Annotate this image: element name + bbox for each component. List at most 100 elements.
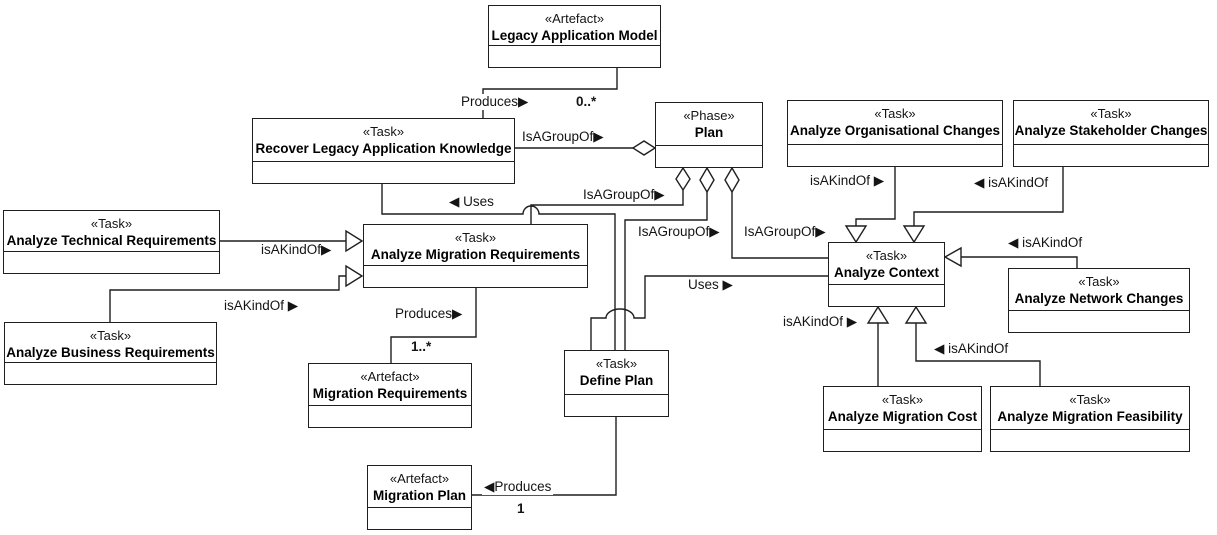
stereotype-label: «Task» [362, 124, 405, 139]
node-name: Analyze Migration Feasibility [997, 409, 1183, 424]
node-name: Migration Requirements [312, 386, 468, 401]
connector-isakindof-feasibility[interactable] [915, 323, 1041, 386]
node-analyze-context[interactable]: «Task»Analyze Context [828, 242, 945, 307]
node-migration-requirements[interactable]: «Artefact» Migration Requirements [308, 363, 472, 428]
connector-produces-legacy-model[interactable] [482, 68, 618, 118]
aggregation-diamond-recover [631, 140, 657, 156]
node-name: Recover Legacy Application Knowledge [255, 141, 512, 156]
connector-isakindof-stakeholder[interactable] [913, 167, 1064, 226]
generalization-arrow-stakeholder [902, 225, 926, 244]
node-empty-compartment [5, 363, 216, 384]
edge-label-isakindof-technical: isAKindOf▶ [259, 242, 334, 258]
node-title-compartment: «Task»Analyze Stakeholder Changes [1014, 101, 1208, 145]
stereotype-label: «Task» [881, 392, 924, 407]
stereotype-label: «Task» [595, 356, 638, 371]
edge-label-isakindof-cost: isAKindOf ▶ [781, 314, 860, 330]
node-empty-compartment [1014, 145, 1208, 166]
node-title-compartment: «Task»Analyze Migration Requirements [364, 225, 587, 266]
stereotype-label: «Task» [1069, 392, 1111, 407]
stereotype-label: «Task» [90, 216, 133, 231]
edge-label-produces-migration-requirements: Produces▶ [393, 306, 465, 322]
connector-isakindof-organisational[interactable] [855, 167, 896, 226]
stereotype-label: «Artefact» [544, 11, 605, 26]
node-title-compartment: «Phase» Plan [656, 103, 762, 146]
edge-label-isagroupof-migration-requirements: IsAGroupOf▶ [581, 187, 667, 203]
edge-label-uses-define-plan-context: Uses ▶ [686, 277, 735, 293]
node-empty-compartment [4, 252, 219, 273]
connector-produces-migration-requirements[interactable] [390, 288, 477, 363]
connector-isagroupof-migration-requirements[interactable] [530, 190, 684, 224]
node-name: Analyze Technical Requirements [6, 233, 217, 248]
edge-label-produces-migration-plan: ◀Produces [482, 479, 554, 495]
node-empty-compartment [656, 146, 762, 167]
connector-produces-migration-plan[interactable] [472, 417, 617, 496]
edge-label-isagroupof-define-plan: IsAGroupOf▶ [636, 224, 722, 240]
connector-isakindof-business[interactable] [109, 275, 346, 322]
node-name: Define Plan [579, 373, 654, 388]
generalization-arrow-business [345, 264, 364, 288]
node-title-compartment: «Task»Analyze Network Changes [1009, 269, 1189, 311]
node-analyze-migration-feasibility[interactable]: «Task» Analyze Migration Feasibility [990, 386, 1190, 452]
node-empty-compartment [253, 162, 514, 183]
node-analyze-migration-requirements[interactable]: «Task»Analyze Migration Requirements [363, 224, 588, 288]
node-name: Migration Plan [372, 488, 466, 503]
edge-label-isagroupof-recover: IsAGroupOf▶ [520, 129, 606, 145]
node-title-compartment: «Task» Define Plan [565, 351, 668, 395]
node-title-compartment: «Task» Recover Legacy Application Knowled… [253, 119, 514, 162]
node-name: Analyze Organisational Changes [789, 123, 1001, 138]
node-empty-compartment [309, 406, 471, 427]
stereotype-label: «Phase» [683, 108, 735, 123]
node-analyze-business-requirements[interactable]: «Task»Analyze Business Requirements [4, 322, 217, 385]
stereotype-label: «Task» [865, 248, 908, 263]
generalization-arrow-feasibility [904, 305, 928, 324]
edge-label-isagroupof-analyze-context: IsAGroupOf▶ [742, 224, 828, 240]
node-name: Analyze Business Requirements [6, 345, 215, 360]
node-title-compartment: «Task»Analyze Migration Cost [824, 387, 981, 430]
node-name: Analyze Network Changes [1014, 291, 1184, 306]
edge-label-isakindof-stakeholder: ◀ isAKindOf [972, 175, 1051, 191]
node-empty-compartment [829, 285, 944, 306]
node-analyze-organisational-changes[interactable]: «Task» Analyze Organisational Changes [787, 100, 1003, 167]
stereotype-label: «Task» [1090, 106, 1132, 121]
connector-isakindof-network[interactable] [961, 256, 1078, 268]
node-migration-plan[interactable]: «Artefact» Migration Plan [367, 465, 472, 530]
connector-isagroupof-analyze-context[interactable] [731, 192, 828, 259]
edge-label-multiplicity-0-many: 0..* [574, 94, 599, 110]
node-title-compartment: «Artefact»Legacy Application Model [489, 6, 660, 46]
aggregation-diamond-analyze-context [724, 166, 740, 194]
node-analyze-network-changes[interactable]: «Task»Analyze Network Changes [1008, 268, 1190, 333]
stereotype-label: «Task» [874, 106, 916, 121]
edge-label-multiplicity-1: 1 [515, 501, 527, 517]
node-title-compartment: «Task»Analyze Business Requirements [5, 323, 216, 363]
stereotype-label: «Artefact» [389, 471, 450, 486]
node-recover-legacy-application-knowledge[interactable]: «Task» Recover Legacy Application Knowled… [252, 118, 515, 184]
node-legacy-application-model[interactable]: «Artefact»Legacy Application Model [488, 5, 661, 68]
edge-label-multiplicity-1-many: 1..* [409, 339, 434, 355]
node-analyze-stakeholder-changes[interactable]: «Task»Analyze Stakeholder Changes [1013, 100, 1209, 167]
stereotype-label: «Task» [454, 230, 497, 245]
node-analyze-technical-requirements[interactable]: «Task» Analyze Technical Requirements [3, 210, 220, 274]
edge-label-isakindof-organisational: isAKindOf ▶ [808, 173, 887, 189]
node-empty-compartment [824, 430, 981, 451]
connector-uses-define-plan-context[interactable] [590, 275, 828, 350]
edge-label-produces-legacy-model: Produces▶ [459, 94, 531, 110]
node-define-plan[interactable]: «Task» Define Plan [564, 350, 669, 417]
node-analyze-migration-cost[interactable]: «Task»Analyze Migration Cost [823, 386, 982, 452]
node-empty-compartment [565, 395, 668, 416]
stereotype-label: «Artefact» [360, 369, 420, 384]
node-empty-compartment [368, 508, 471, 529]
generalization-arrow-organisational [844, 225, 868, 244]
connector-uses-recover-define-plan[interactable] [381, 184, 616, 350]
node-title-compartment: «Artefact» Migration Plan [368, 466, 471, 508]
node-name: Plan [694, 125, 724, 140]
connector-isagroupof-define-plan[interactable] [624, 192, 708, 350]
node-title-compartment: «Task»Analyze Context [829, 243, 944, 285]
edge-label-uses-recover-define-plan: ◀ Uses [447, 194, 496, 210]
generalization-arrow-network [943, 246, 962, 268]
generalization-arrow-technical [345, 229, 364, 253]
node-plan[interactable]: «Phase» Plan [655, 102, 763, 168]
node-empty-compartment [489, 46, 660, 67]
edge-label-isakindof-feasibility: ◀ isAKindOf [932, 341, 1011, 357]
